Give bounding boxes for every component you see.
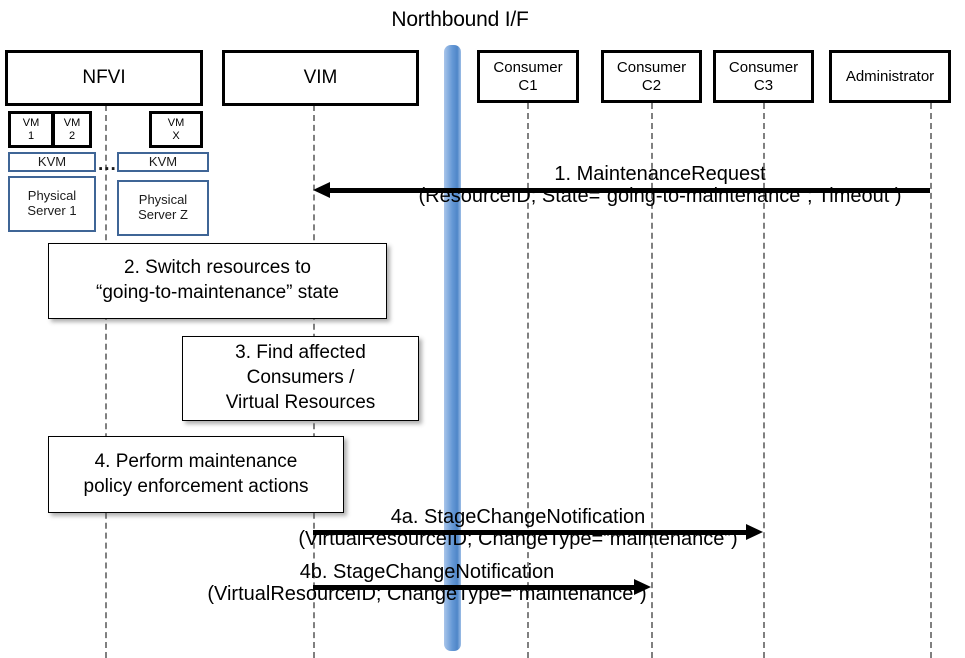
note-box-3[interactable]: 3. Find affected Consumers / Virtual Res… — [182, 336, 419, 421]
actor-label-consumer-c1-line2: C1 — [518, 76, 538, 94]
vm-box-x[interactable]: VM X — [149, 111, 203, 148]
message-1-label-line1: 1. MaintenanceRequest — [554, 163, 766, 185]
kvm-box-2-label: KVM — [148, 153, 178, 169]
note-box-2-line1: 2. Switch resources to — [124, 257, 311, 279]
physical-server-z-line1: Physical — [138, 192, 188, 208]
message-4a-line — [313, 530, 746, 535]
physical-server-z-box[interactable]: Physical Server Z — [117, 180, 209, 236]
message-1-arrowhead — [313, 182, 330, 198]
message-4b-label: 4b. StageChangeNotification (VirtualReso… — [177, 561, 677, 606]
message-1-label: 1. MaintenanceRequest (ResourceID; State… — [390, 163, 930, 208]
lifeline-consumer-c1 — [527, 103, 529, 658]
lifeline-nfvi — [105, 105, 107, 658]
kvm-box-1[interactable]: KVM — [8, 152, 96, 172]
actor-label-consumer-c3-line2: C3 — [753, 76, 774, 94]
vm-box-2-line2: 2 — [68, 129, 76, 142]
kvm-box-1-label: KVM — [37, 153, 67, 169]
diagram-title: Northbound I/F — [391, 8, 529, 31]
vm-box-1-line2: 1 — [27, 129, 35, 142]
actor-box-consumer-c2[interactable]: Consumer C2 — [601, 50, 702, 103]
message-4b-arrowhead — [634, 579, 651, 595]
note-box-2-line2: “going-to-maintenance” state — [96, 282, 339, 303]
vm-box-2-line1: VM — [63, 117, 81, 130]
actor-box-vim[interactable]: VIM — [222, 50, 419, 106]
actor-label-vim: VIM — [303, 66, 338, 88]
lifeline-administrator — [930, 103, 932, 658]
vm-box-2[interactable]: VM 2 — [52, 111, 92, 148]
message-4b-label-line1: 4b. StageChangeNotification — [299, 561, 555, 583]
stack-ellipsis: ... — [98, 154, 117, 175]
northbound-interface-bar — [444, 45, 461, 651]
actor-label-consumer-c2-line1: Consumer — [616, 58, 687, 76]
actor-label-consumer-c2-line2: C2 — [641, 76, 662, 94]
note-box-4-line1: 4. Perform maintenance — [94, 450, 298, 472]
note-box-4-line2: policy enforcement actions — [83, 475, 309, 497]
message-4a-label-line2: (VirtualResourceID; ChangeType=“maintena… — [298, 528, 738, 551]
message-4b-label-line2: (VirtualResourceID; ChangeType=“maintena… — [207, 583, 647, 606]
note-box-3-line3: Virtual Resources — [225, 391, 376, 413]
message-4a-arrowhead — [746, 524, 763, 540]
vm-box-1-line1: VM — [22, 117, 40, 130]
physical-server-1-line2: Server 1 — [27, 203, 77, 218]
actor-label-consumer-c1-line1: Consumer — [493, 58, 563, 76]
message-4a-label: 4a. StageChangeNotification (VirtualReso… — [268, 506, 768, 551]
physical-server-1-line1: Physical — [27, 188, 77, 204]
actor-label-administrator: Administrator — [845, 67, 935, 85]
physical-server-1-box[interactable]: Physical Server 1 — [8, 176, 96, 232]
message-1-label-line2: (ResourceID; State=“going-to-maintenance… — [418, 185, 902, 208]
note-box-3-line2: Consumers / — [246, 367, 355, 389]
note-box-3-line1: 3. Find affected — [235, 342, 366, 364]
note-box-2[interactable]: 2. Switch resources to “going-to-mainten… — [48, 243, 387, 319]
actor-label-nfvi: NFVI — [82, 66, 126, 88]
kvm-box-2[interactable]: KVM — [117, 152, 209, 172]
actor-box-consumer-c1[interactable]: Consumer C1 — [477, 50, 579, 103]
vm-box-1[interactable]: VM 1 — [8, 111, 54, 148]
vm-box-x-line1: VM — [167, 117, 185, 130]
message-4a-label-line1: 4a. StageChangeNotification — [390, 506, 646, 528]
message-4b-line — [313, 585, 634, 590]
note-box-4[interactable]: 4. Perform maintenance policy enforcemen… — [48, 436, 344, 513]
actor-label-consumer-c3-line1: Consumer — [728, 58, 799, 76]
actor-box-administrator[interactable]: Administrator — [829, 50, 951, 103]
actor-box-consumer-c3[interactable]: Consumer C3 — [713, 50, 814, 103]
message-1-line — [330, 188, 930, 193]
physical-server-z-line2: Server Z — [138, 207, 188, 222]
lifeline-consumer-c3 — [763, 103, 765, 658]
vm-box-x-line2: X — [172, 129, 180, 142]
actor-box-nfvi[interactable]: NFVI — [5, 50, 203, 106]
lifeline-consumer-c2 — [651, 103, 653, 658]
